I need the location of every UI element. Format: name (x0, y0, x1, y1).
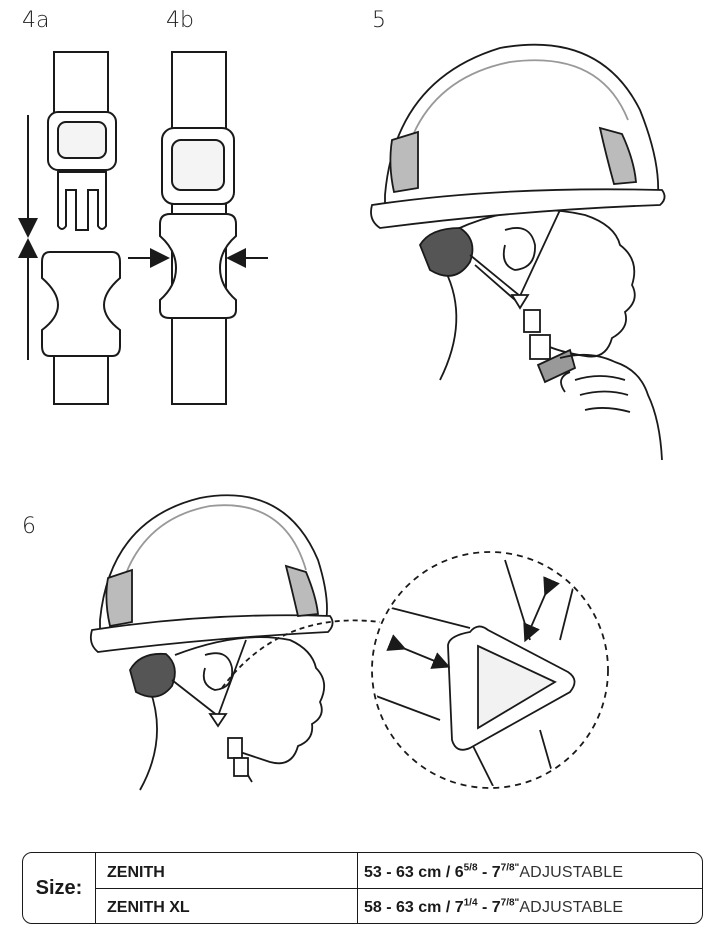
size-range-zenith-xl: 58 - 63 cm / 71/4 - 77/8" ADJUSTABLE (364, 897, 624, 916)
helmet-strap-adjust-step6-illustration (89, 494, 609, 791)
table-row-divider (95, 888, 702, 889)
buckle-4a-illustration (18, 51, 121, 405)
model-zenith-xl: ZENITH XL (107, 898, 190, 916)
buckle-4b-illustration (128, 51, 268, 405)
helmet-fitting-step5-illustration (370, 43, 666, 461)
step-label-5: 5 (372, 8, 386, 33)
step-label-4b: 4b (166, 8, 194, 33)
instruction-illustrations (18, 43, 666, 791)
size-table: Size: ZENITH 53 - 63 cm / 65/8 - 77/8" A… (22, 852, 703, 924)
size-label: Size: (35, 876, 83, 899)
model-zenith: ZENITH (107, 863, 165, 881)
size-range-zenith: 53 - 63 cm / 65/8 - 77/8" ADJUSTABLE (364, 862, 624, 881)
step-label-4a: 4a (22, 8, 50, 33)
step-label-6: 6 (22, 514, 36, 539)
